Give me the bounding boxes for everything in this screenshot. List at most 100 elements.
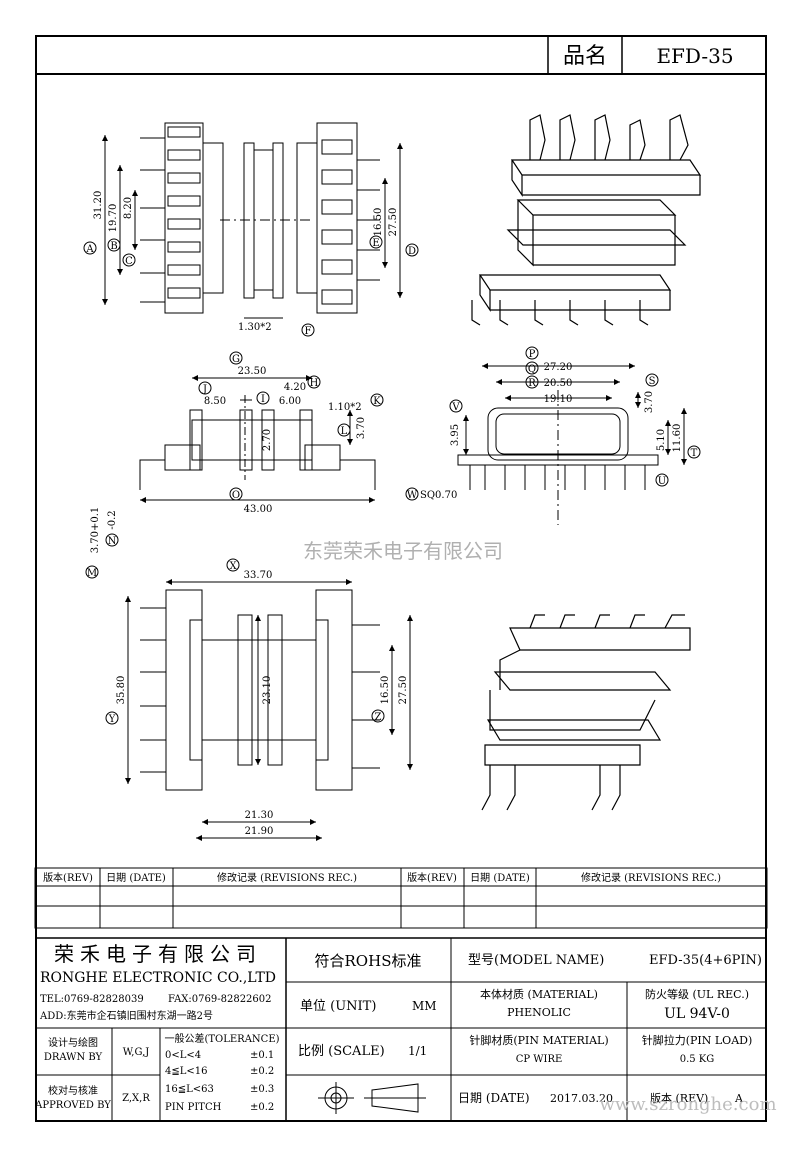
marker-d: D bbox=[408, 246, 416, 257]
marker-h: H bbox=[310, 378, 319, 389]
design-en: DRAWN BY bbox=[44, 1052, 103, 1063]
tol-r3: 16≦L<63 bbox=[165, 1084, 214, 1095]
dim-3-95: 3.95 bbox=[450, 424, 461, 446]
marker-l: L bbox=[341, 426, 348, 437]
marker-b: B bbox=[110, 241, 117, 252]
scale-label: 比例 (SCALE) bbox=[298, 1044, 385, 1059]
tol-v3: ±0.3 bbox=[250, 1084, 274, 1095]
rev-col-date-2: 日期 (DATE) bbox=[470, 872, 530, 884]
marker-u: U bbox=[658, 476, 666, 487]
rev-col-rev-1: 版本(REV) bbox=[43, 871, 93, 884]
dim-4-20: 4.20 bbox=[284, 382, 306, 393]
dim-23-50: 23.50 bbox=[238, 366, 267, 377]
marker-z: Z bbox=[375, 712, 382, 723]
title-block-lines bbox=[35, 937, 767, 1122]
dim-16-50-b: 16.50 bbox=[380, 676, 391, 705]
address: ADD:东莞市企石镇旧围村东湖一路2号 bbox=[39, 1009, 213, 1022]
dim-20-50: 20.50 bbox=[544, 378, 573, 389]
revision-headers: 版本(REV) 日期 (DATE) 修改记录 (REVISIONS REC.) … bbox=[43, 871, 721, 884]
pin-load-value: 0.5 KG bbox=[680, 1054, 715, 1065]
revision-table bbox=[34, 867, 768, 929]
watermark-company: 东莞荣禾电子有限公司 bbox=[303, 539, 503, 563]
design-cn: 设计与绘图 bbox=[48, 1036, 98, 1049]
fire-label: 防火等级 (UL REC.) bbox=[645, 987, 749, 1001]
rev-col-rev-2: 版本(REV) bbox=[407, 871, 457, 884]
marker-f: F bbox=[305, 326, 312, 337]
design-value: W,G,J bbox=[123, 1047, 150, 1058]
rev-col-date-1: 日期 (DATE) bbox=[106, 872, 166, 884]
company-en: RONGHE ELECTRONIC CO.,LTD bbox=[40, 970, 276, 986]
dim-6-00: 6.00 bbox=[279, 396, 301, 407]
marker-w: W bbox=[407, 490, 418, 501]
rev-value: A bbox=[734, 1092, 744, 1105]
marker-o: O bbox=[232, 490, 240, 501]
view-top-left-labels: 31.20 19.70 8.20 16.50 27.50 1.30*2 A B … bbox=[83, 191, 419, 337]
tol-r2: 4≦L<16 bbox=[165, 1066, 208, 1077]
tol-v1: ±0.1 bbox=[250, 1050, 274, 1061]
dim-1-10: 1.10*2 bbox=[328, 402, 362, 413]
tel: TEL:0769-82828039 bbox=[40, 994, 144, 1005]
rev-col-rec-2: 修改记录 (REVISIONS REC.) bbox=[581, 871, 721, 884]
view-side bbox=[139, 375, 376, 503]
bottom-right-pins bbox=[352, 624, 380, 769]
date-label: 日期 (DATE) bbox=[458, 1091, 530, 1105]
scale-value: 1/1 bbox=[408, 1044, 427, 1058]
fire-value: UL 94V-0 bbox=[664, 1006, 730, 1022]
marker-a: A bbox=[85, 244, 94, 255]
bottom-left-pins bbox=[140, 607, 166, 773]
dim-27-50-b: 27.50 bbox=[398, 676, 409, 705]
pin-material-label: 针脚材质(PIN MATERIAL) bbox=[469, 1033, 608, 1047]
dim-23-10: 23.10 bbox=[262, 676, 273, 705]
view-bottom-labels: 33.70 35.80 23.10 16.50 27.50 21.30 21.9… bbox=[105, 558, 409, 837]
tol-title: 一般公差(TOLERANCE) bbox=[164, 1032, 279, 1045]
model-value: EFD-35(4+6PIN) bbox=[649, 953, 762, 968]
dim-3-70-side: 3.70 bbox=[356, 417, 367, 439]
approve-en: APPROVED BY bbox=[34, 1100, 111, 1111]
view-front-labels: 27.20 20.50 19.10 3.70 3.95 5.10 11.60 S… bbox=[405, 346, 701, 501]
marker-q: Q bbox=[528, 364, 536, 375]
website: www.szronghe.com bbox=[599, 1094, 776, 1115]
rev-col-rec-1: 修改记录 (REVISIONS REC.) bbox=[217, 871, 357, 884]
fax: FAX:0769-82822602 bbox=[168, 994, 272, 1005]
dim-5-10: 5.10 bbox=[656, 429, 667, 451]
dim-43-00: 43.00 bbox=[244, 504, 273, 515]
approve-value: Z,X,R bbox=[122, 1093, 150, 1104]
left-pad-rows bbox=[140, 126, 201, 303]
iso-view-top-right bbox=[471, 114, 702, 326]
projection-symbol-icon bbox=[318, 1082, 426, 1114]
dim-3-70-tol: 3.70+0.1 bbox=[90, 507, 101, 554]
marker-s: S bbox=[649, 376, 656, 387]
tol-v2: ±0.2 bbox=[250, 1066, 274, 1077]
company-cn: 荣禾电子有限公司 bbox=[54, 942, 262, 966]
iso-top-pins bbox=[529, 614, 685, 629]
unit-value: MM bbox=[412, 999, 437, 1013]
marker-g: G bbox=[232, 354, 240, 365]
iso-view-bottom-right bbox=[481, 614, 691, 811]
material-value: PHENOLIC bbox=[507, 1006, 571, 1019]
dim-2-70: 2.70 bbox=[262, 429, 273, 451]
title-block-text: 荣禾电子有限公司 RONGHE ELECTRONIC CO.,LTD TEL:0… bbox=[34, 942, 776, 1115]
iso-bottom-pins bbox=[481, 765, 621, 811]
right-pad-rows bbox=[321, 139, 380, 305]
dim-minus-0-2: -0.2 bbox=[107, 510, 118, 529]
dim-8-50: 8.50 bbox=[204, 396, 226, 407]
bottom-pins bbox=[471, 300, 649, 326]
drawing-sheet bbox=[35, 35, 767, 1122]
dim-16-50: 16.50 bbox=[373, 208, 384, 237]
dim-27-50: 27.50 bbox=[388, 208, 399, 237]
tol-v4: ±0.2 bbox=[250, 1102, 274, 1113]
header: 品名 EFD-35 bbox=[35, 35, 767, 75]
dim-21-30: 21.30 bbox=[245, 810, 274, 821]
date-value: 2017.03.20 bbox=[550, 1092, 613, 1105]
marker-k: K bbox=[373, 396, 381, 407]
model-label: 型号(MODEL NAME) bbox=[468, 953, 604, 968]
marker-y: Y bbox=[108, 714, 116, 725]
unit-label: 单位 (UNIT) bbox=[300, 999, 376, 1014]
tol-r1: 0<L<4 bbox=[165, 1050, 201, 1061]
dim-sq-0-70: SQ0.70 bbox=[420, 490, 457, 501]
marker-p: P bbox=[529, 349, 536, 360]
marker-r: R bbox=[528, 378, 536, 389]
dim-19-10: 19.10 bbox=[544, 394, 573, 405]
tol-r4: PIN PITCH bbox=[165, 1102, 222, 1113]
